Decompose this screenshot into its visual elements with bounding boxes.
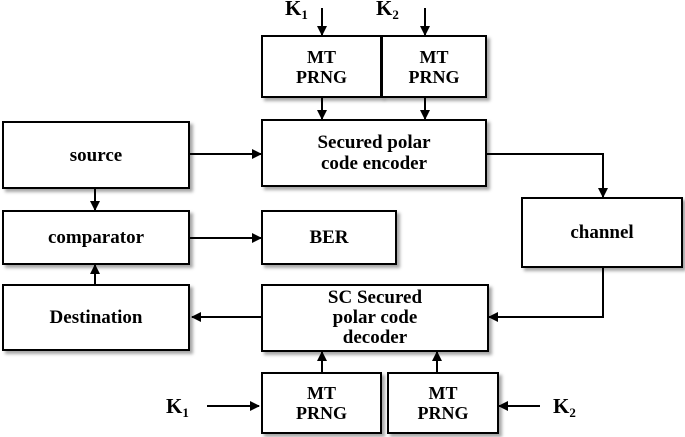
secured-polar-code-encoder-block: Secured polar code encoder [261,119,487,187]
channel-label: channel [570,222,634,243]
key-k1-bottom-label: K1 [166,394,189,420]
decoder-line3: decoder [342,327,408,348]
encoder-line1: Secured polar [317,132,431,153]
encoder-line2: code encoder [320,153,428,174]
key-k1-top-label: K1 [285,0,308,22]
mt-prng-top-right-block: MT PRNG [381,35,487,98]
mt-prng-top-right-line1: MT [419,46,449,67]
comparator-label: comparator [47,227,145,248]
mt-prng-bottom-left-line1: MT [307,383,336,403]
mt-prng-bottom-right-line1: MT [428,383,458,403]
mt-prng-top-right-line2: PRNG [408,66,460,87]
ber-label: BER [309,227,349,248]
mt-prng-bottom-right-line2: PRNG [417,403,469,423]
ber-block: BER [261,210,397,265]
mt-prng-bottom-left-block: MT PRNG [261,372,382,434]
decoder-line1: SC Secured [327,287,423,308]
arrow-encoder-to-channel [487,153,608,198]
destination-label: Destination [49,307,143,328]
source-block: source [2,121,190,189]
arrow-channel-to-decoder [488,268,604,322]
destination-block: Destination [2,284,190,351]
channel-block: channel [521,197,683,268]
mt-prng-top-left-line1: MT [307,46,336,67]
mt-prng-top-left-line2: PRNG [296,66,347,87]
mt-prng-top-left-block: MT PRNG [261,35,382,98]
comparator-block: comparator [2,210,190,265]
mt-prng-bottom-right-block: MT PRNG [387,372,499,434]
sc-secured-polar-code-decoder-block: SC Secured polar code decoder [261,284,489,352]
source-label: source [69,144,123,166]
key-k2-top-label: K2 [376,0,399,22]
key-k2-bottom-label: K2 [553,394,576,420]
decoder-line2: polar code [332,307,418,328]
mt-prng-bottom-left-line2: PRNG [296,403,347,423]
